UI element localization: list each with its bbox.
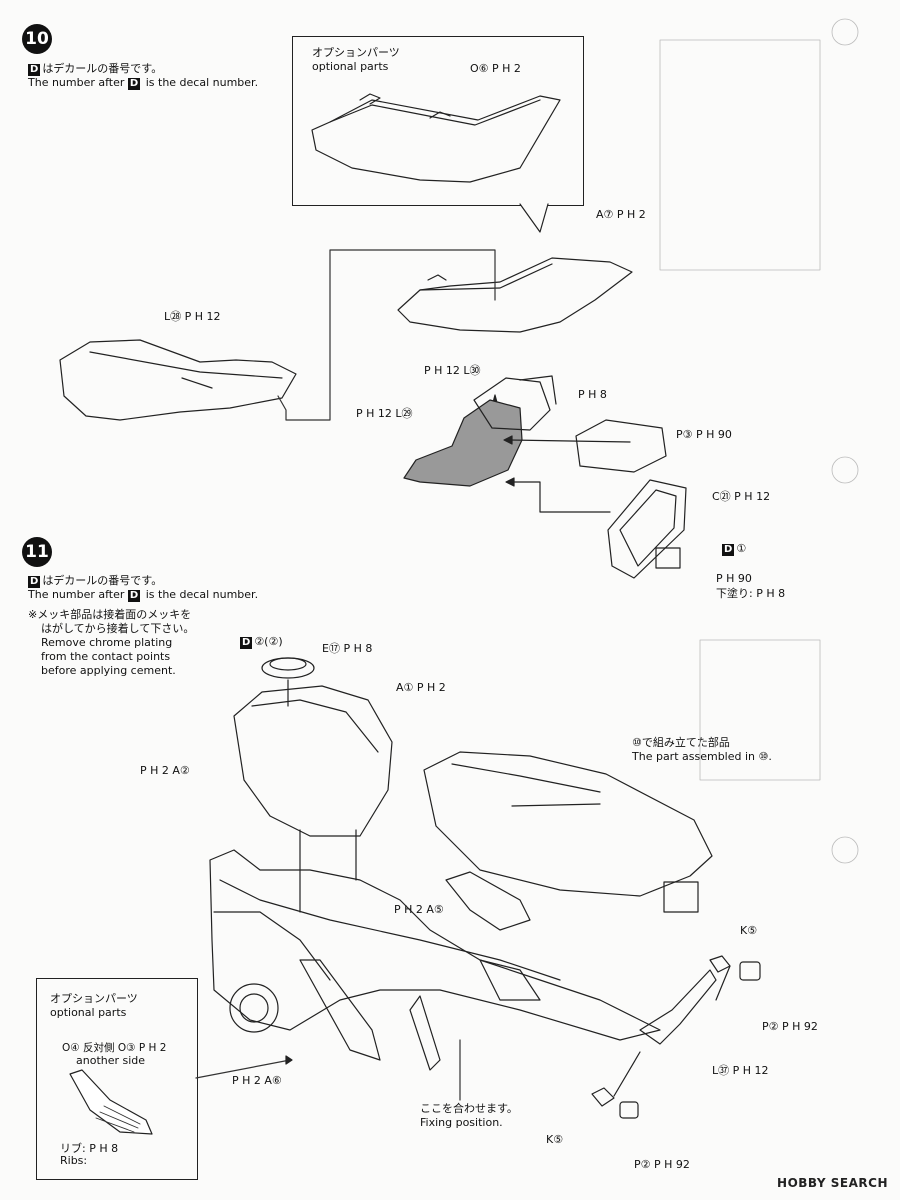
engine-cover: [229, 983, 279, 1033]
chrome-note-1: ※メッキ部品は接着面のメッキを: [28, 608, 192, 621]
label-ph12-l29: P H 12 L㉙: [356, 407, 413, 420]
tail-light-p3: [575, 419, 667, 473]
assembled-ref-en: ⑩.: [758, 750, 772, 763]
decal-note-jp: はデカールの番号です。: [42, 62, 163, 75]
fuel-tank: [233, 685, 393, 837]
seat-tail-light: [663, 881, 699, 913]
option11-title-en: optional parts: [50, 1006, 127, 1019]
label-a7: A⑦ P H 2: [596, 208, 646, 221]
side-cover-a6: [299, 959, 381, 1061]
option11-title-jp: オプションパーツ: [50, 992, 138, 1005]
decal-badge-en-11: D: [127, 590, 141, 602]
seat-assembly: [423, 751, 713, 897]
decal-piece-d1: [655, 547, 681, 569]
decal-badge-d22: D: [240, 637, 253, 649]
chrome-note-4: from the contact points: [41, 650, 171, 663]
label-o4: O④ 反対側 O③ P H 2: [62, 1042, 167, 1054]
watermark-text: HOBBY SEARCH: [777, 1176, 888, 1190]
label-ph2-a2: P H 2 A②: [140, 764, 190, 777]
fuel-cap: [261, 657, 315, 679]
optional-side-cover: [69, 1069, 153, 1135]
step-10-option-box: [292, 36, 584, 206]
label-e17: E⑰ P H 8: [322, 642, 373, 655]
tail-part-l30: [473, 377, 551, 431]
ribs: [95, 1105, 141, 1133]
label-undercoat: 下塗り: P H 8: [716, 587, 786, 600]
decal-note-en: The number after: [28, 76, 125, 89]
assembled-jp: で組み立てた部品: [641, 736, 730, 749]
turn-signal-top: [709, 955, 731, 973]
tail-bracket-l29: [403, 399, 523, 487]
bracket-a5: [445, 871, 531, 931]
label-ph90: P H 90: [716, 572, 752, 585]
chrome-note-2: はがしてから接着して下さい。: [41, 622, 195, 635]
license-plate-c21: [607, 479, 687, 579]
label-k5-top: K⑤: [740, 924, 758, 937]
chrome-note-5: before applying cement.: [41, 664, 176, 677]
decal-note-en-11: The number after: [28, 588, 125, 601]
label-d1-num: ①: [736, 542, 747, 555]
option-title-jp: オプションパーツ: [312, 46, 400, 59]
shock: [409, 995, 441, 1071]
decal-note-en2: is the decal number.: [145, 76, 259, 89]
decal-badge-en: D: [127, 78, 141, 90]
label-ribs-en: Ribs:: [60, 1154, 88, 1167]
label-l28: L㉘ P H 12: [164, 310, 221, 323]
step-11-option-box: [36, 978, 198, 1180]
guide-route-10: [277, 249, 496, 421]
turn-signal-lens-bottom: [619, 1101, 639, 1119]
tail-cowl-a7: [397, 257, 633, 333]
label-p3: P③ P H 90: [676, 428, 732, 441]
label-ph2-a6: P H 2 A⑥: [232, 1074, 282, 1087]
step-11-option-title: オプションパーツ optional parts: [50, 992, 138, 1020]
label-d22-num: ②(②): [254, 635, 283, 648]
label-p2-bottom: P② P H 92: [634, 1158, 690, 1171]
label-o6: O⑥ P H 2: [470, 62, 521, 75]
label-fixing: ここを合わせます。 Fixing position.: [420, 1102, 518, 1130]
turn-signal-bottom: [591, 1087, 615, 1107]
label-a1: A① P H 2: [396, 681, 446, 694]
fix-en: Fixing position.: [420, 1116, 503, 1129]
watermark-logo: HOBBY SEARCH: [777, 1176, 888, 1190]
label-another-side: another side: [76, 1054, 146, 1067]
chrome-note-3: Remove chrome plating: [41, 636, 173, 649]
showthrough-lines: [659, 18, 859, 864]
label-k5-bottom: K⑤: [546, 1133, 564, 1146]
decal-badge-11: D: [28, 576, 41, 588]
frame: [209, 849, 661, 1041]
turn-signal-lens-top: [739, 961, 761, 981]
fender-bracket-l37: [639, 969, 717, 1045]
optional-tail-cowl: [311, 95, 561, 183]
decal-badge-d1: D: [722, 544, 735, 556]
fix-jp: ここを合わせます。: [420, 1102, 518, 1115]
label-ph12-l30: P H 12 L㉚: [424, 364, 481, 377]
label-ribs-jp: リブ: P H 8: [60, 1142, 119, 1155]
step-11-number: 11: [22, 537, 52, 567]
label-p2-top: P② P H 92: [762, 1020, 818, 1033]
label-c21: C㉑ P H 12: [712, 490, 771, 503]
label-ph8: P H 8: [578, 388, 607, 401]
decal-note-jp-11: はデカールの番号です。: [42, 574, 163, 587]
chrome-note: ※メッキ部品は接着面のメッキを はがしてから接着して下さい。 Remove ch…: [28, 608, 194, 678]
option-title-en: optional parts: [312, 60, 389, 73]
step-10-option-title: オプションパーツ optional parts: [312, 46, 400, 74]
step-10-number: 10: [22, 24, 52, 54]
assembled-ref-jp: ⑩: [632, 736, 642, 749]
seat-l28: [59, 339, 297, 421]
assembled-en: The part assembled in: [632, 750, 756, 763]
label-l37: L㊲ P H 12: [712, 1064, 769, 1077]
label-assembled: ⑩で組み立てた部品 The part assembled in ⑩.: [632, 736, 772, 764]
decal-badge: D: [28, 64, 41, 76]
decal-note-en2-11: is the decal number.: [145, 588, 259, 601]
